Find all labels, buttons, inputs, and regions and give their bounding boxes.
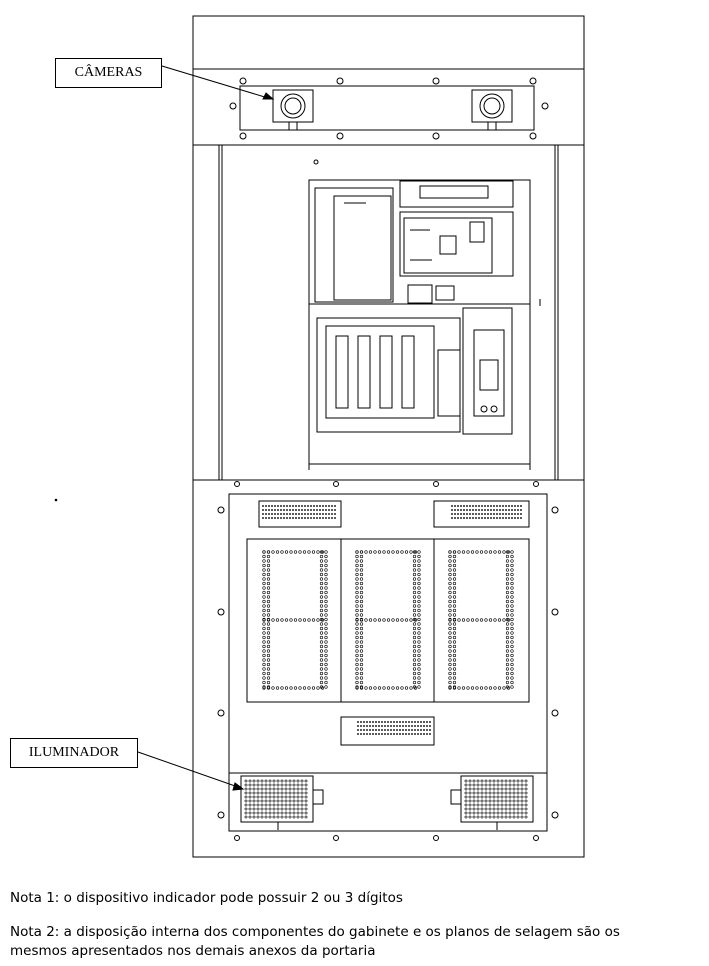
cameras-callout-arrow (161, 65, 275, 100)
controller-board (399, 211, 514, 304)
io-rack (316, 317, 461, 433)
illuminator-left (240, 775, 324, 830)
illuminator-callout-arrow (137, 751, 245, 791)
cameras-label: CÂMERAS (55, 58, 162, 88)
camera-bar (229, 77, 549, 140)
display-panel (217, 481, 559, 841)
note-1: Nota 1: o dispositivo indicador pode pos… (10, 890, 403, 906)
illuminator-leds (244, 779, 528, 819)
note-2: Nota 2: a disposição interna dos compone… (10, 924, 620, 959)
internal-frame (308, 159, 541, 470)
psu-block (314, 187, 394, 303)
power-module (462, 307, 513, 435)
seven-segment-digits (262, 550, 514, 690)
cabinet-outline (192, 15, 585, 858)
illuminator-right (450, 775, 534, 830)
connector-strip (399, 180, 514, 208)
vent-grilles (261, 504, 522, 735)
camera-left (272, 89, 314, 130)
camera-right (471, 89, 513, 130)
illuminator-label: ILUMINADOR (10, 738, 138, 768)
